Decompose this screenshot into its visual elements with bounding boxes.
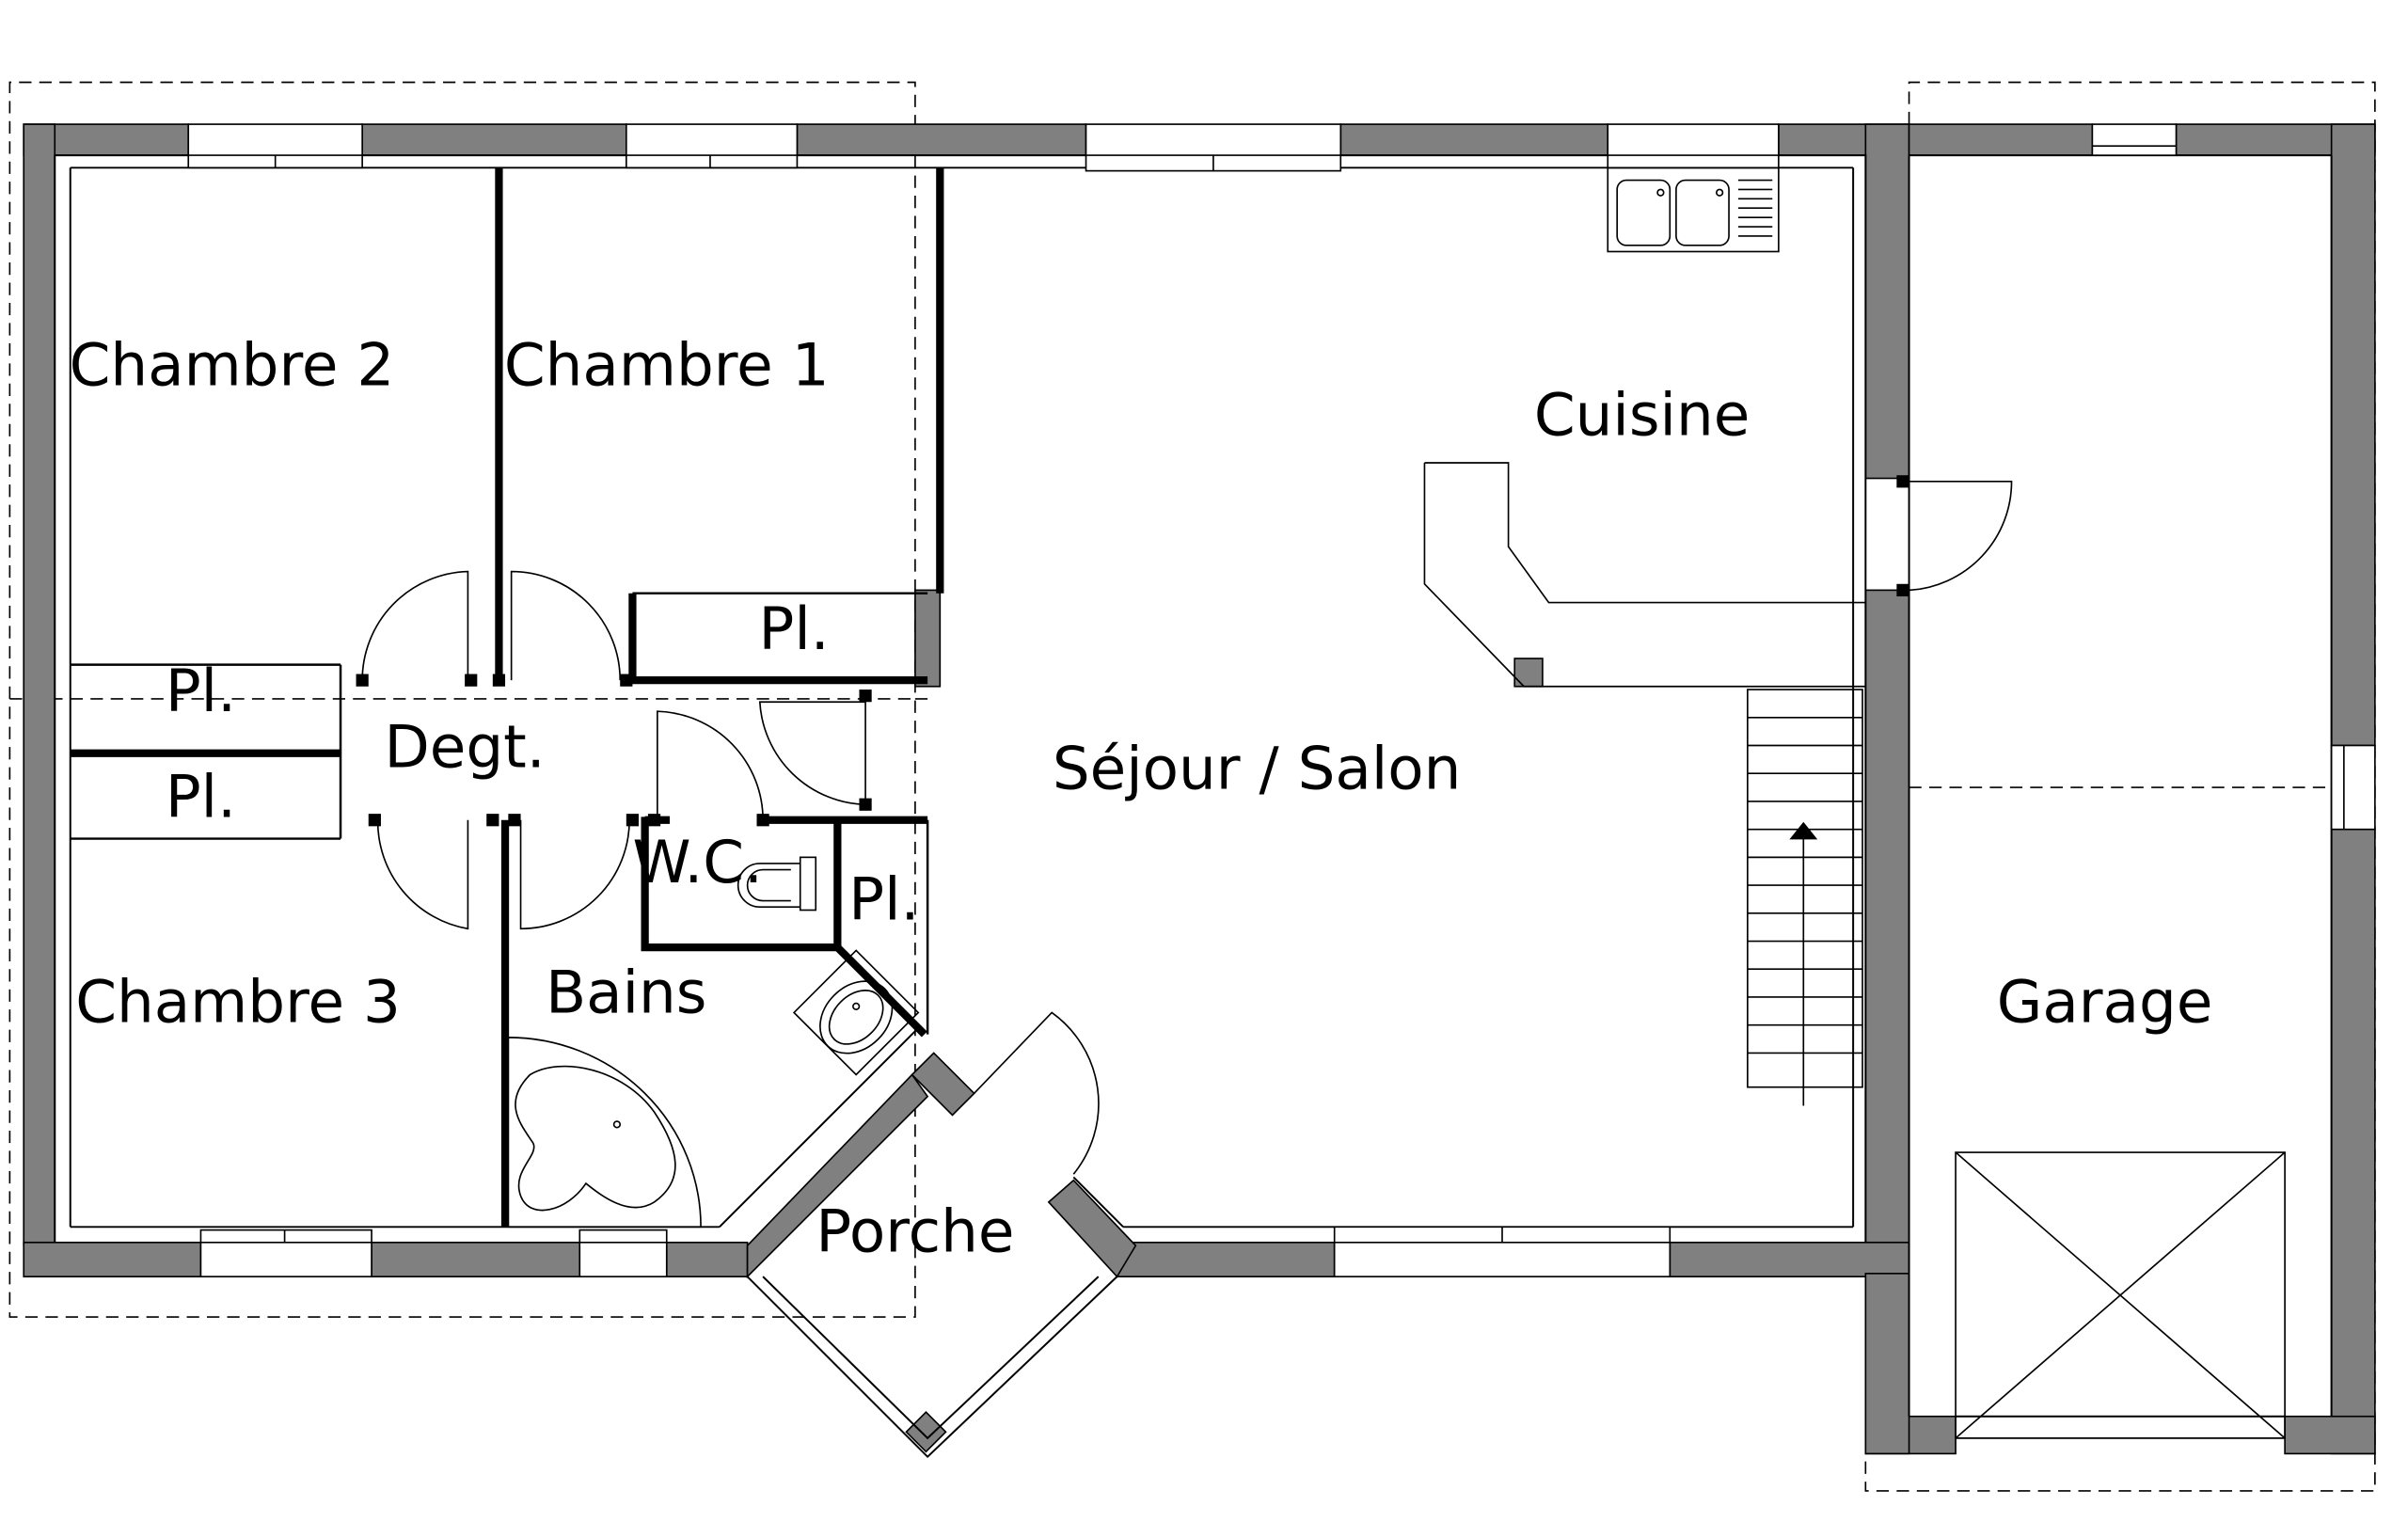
label-placard-chambre-1: Pl.: [759, 595, 830, 663]
label-placard-top: Pl.: [166, 657, 236, 725]
label-sejour-salon: Séjour / Salon: [1053, 735, 1462, 803]
label-chambre-1: Chambre 1: [504, 330, 830, 399]
toilet-icon: [737, 856, 817, 912]
door-swings: [361, 480, 2013, 1175]
bathtub-icon: [507, 1037, 702, 1229]
kitchen-sink-icon: [1607, 166, 1780, 253]
washbasin-icon: [792, 949, 920, 1076]
garage-door: [1955, 1151, 2286, 1439]
label-placard-bottom: Pl.: [166, 762, 236, 831]
label-bains: Bains: [546, 958, 706, 1026]
exterior-walls: [23, 123, 2376, 1455]
label-chambre-2: Chambre 2: [70, 330, 395, 399]
label-porche: Porche: [816, 1197, 1014, 1266]
windows: [187, 123, 2376, 1277]
interior-wall-lines: [54, 154, 2333, 1459]
label-wc: W.C.: [633, 828, 763, 896]
kitchen-counter: [1423, 462, 1866, 688]
staircase: [1747, 689, 1863, 1106]
label-chambre-3: Chambre 3: [75, 967, 401, 1036]
room-labels: Chambre 2 Chambre 1 Cuisine Séjour / Sal…: [70, 330, 2213, 1265]
label-cuisine: Cuisine: [1534, 380, 1750, 449]
door-jambs: [356, 475, 1909, 827]
label-degagement: Degt.: [384, 713, 545, 782]
label-placard-wc: Pl.: [848, 864, 919, 933]
label-garage: Garage: [1997, 967, 2213, 1036]
